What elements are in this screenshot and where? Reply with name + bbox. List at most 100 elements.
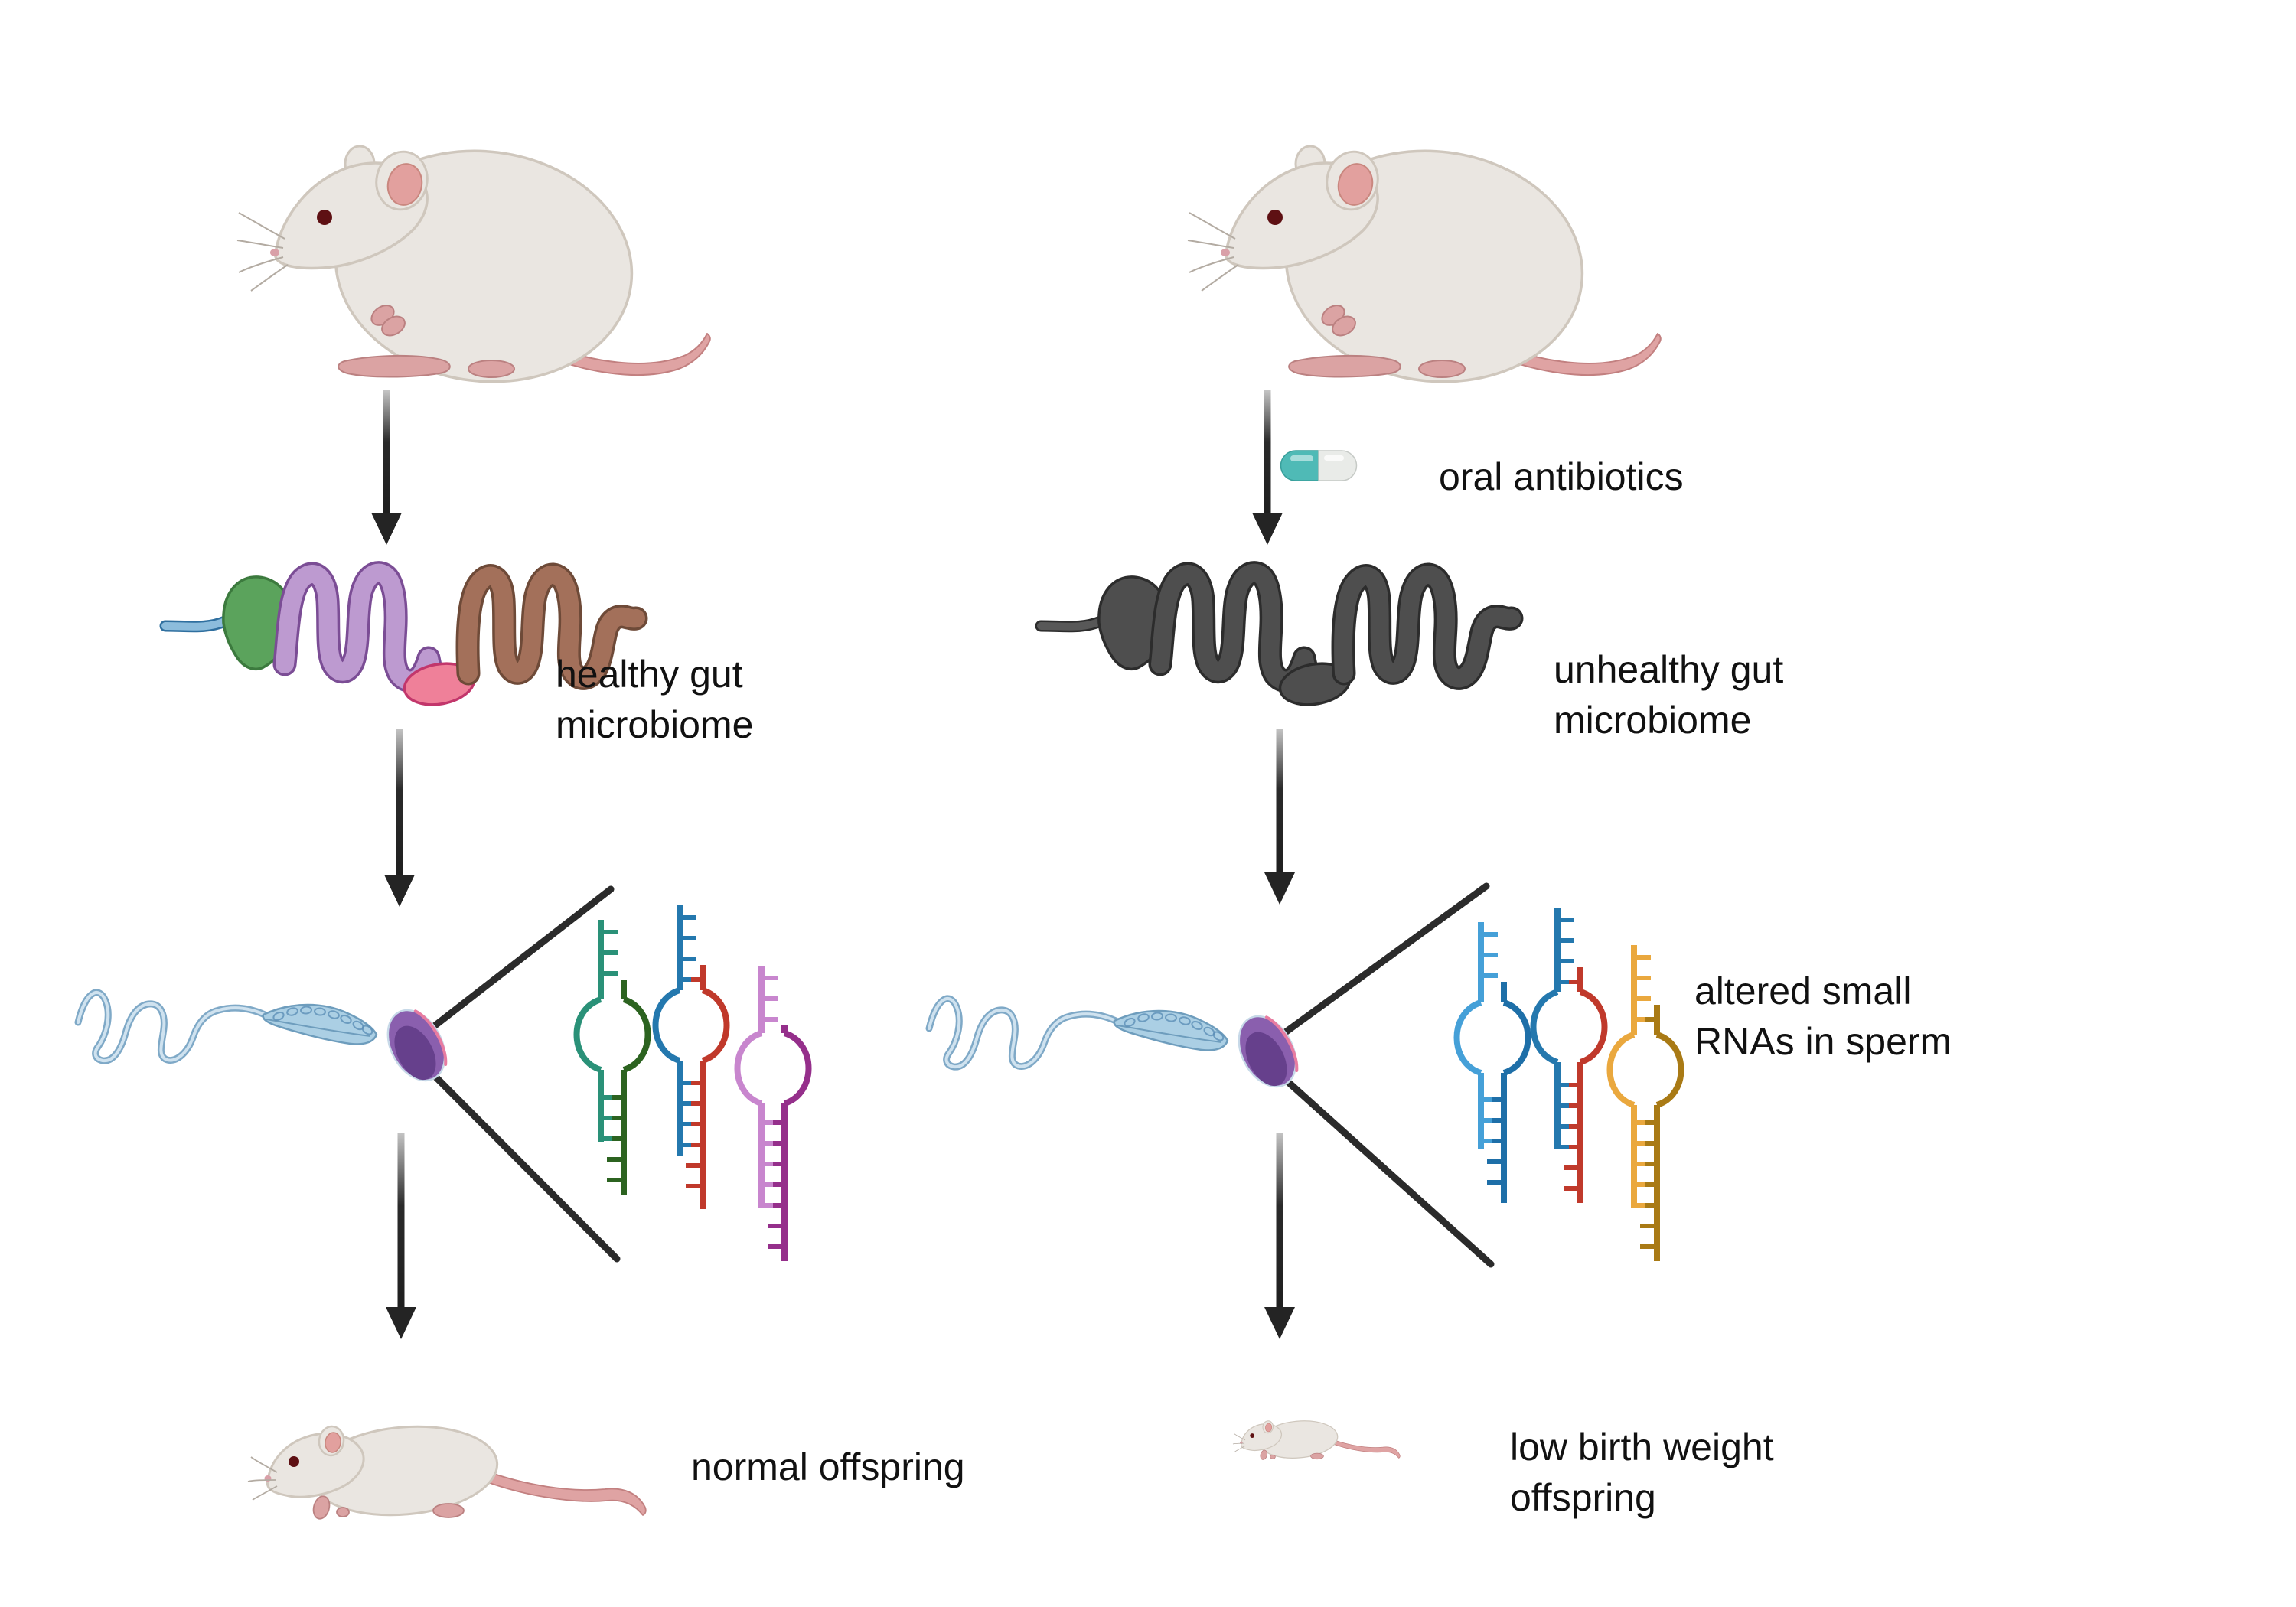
mouse-forepaw — [381, 315, 406, 337]
label-unhealthy-gut-microbiome: unhealthy gut microbiome — [1554, 648, 1784, 742]
sperm-head-shade — [1245, 1032, 1287, 1087]
whisker — [236, 240, 284, 249]
sperm-head — [1238, 1015, 1299, 1088]
unhealthy-gut — [1035, 561, 1524, 706]
loop-arc-3p — [1502, 999, 1531, 1076]
sperm-midpiece-axoneme — [266, 1019, 371, 1037]
arrow-mouse-to-healthy-gut — [371, 390, 402, 545]
loop-arc-3p — [622, 996, 651, 1073]
loop-arc-5p — [652, 987, 681, 1064]
zoom-line-right-upper — [1280, 882, 1490, 1037]
mitochondrion — [300, 1006, 312, 1015]
rna-left-hairpin-blue-red — [652, 905, 730, 1209]
whisker — [252, 1485, 278, 1501]
whisker — [1232, 1442, 1245, 1445]
label-healthy-gut-microbiome: healthy gut microbiome — [556, 653, 754, 746]
mitochondrion — [1165, 1013, 1177, 1022]
mouse-eye — [289, 1456, 299, 1467]
mouse-hind-foot — [468, 360, 515, 378]
loop-arc-5p — [1530, 989, 1559, 1065]
rna-right-hairpin-orange — [1606, 945, 1684, 1261]
sperm-head — [386, 1009, 448, 1082]
mouse-tail — [532, 333, 711, 376]
mouse-foreleg — [1260, 1449, 1268, 1460]
arrow-shaft — [1276, 729, 1283, 872]
esophagus — [161, 618, 229, 631]
whisker — [1201, 264, 1239, 292]
colon — [1334, 566, 1521, 688]
arrow-shaft — [397, 1133, 405, 1307]
label-normal-offspring: normal offspring — [691, 1446, 965, 1488]
mouse-ear-inner — [325, 1432, 341, 1453]
arrow-sperm-to-normal-offspring — [386, 1133, 416, 1339]
low-birth-weight-mouse — [1232, 1420, 1401, 1460]
mitochondrion — [1191, 1020, 1203, 1031]
capsule-highlight — [1324, 455, 1344, 461]
arrow-shaft — [383, 390, 390, 513]
whisker — [1189, 256, 1234, 273]
mouse-eye — [1267, 210, 1283, 225]
mouse-eye — [1250, 1433, 1255, 1438]
mouse-ear-inner — [1265, 1423, 1273, 1433]
arrow-head — [371, 513, 402, 545]
loop-arc-5p — [1606, 1032, 1636, 1108]
sperm-left — [74, 989, 448, 1082]
arrow-mouse-to-unhealthy-gut — [1252, 390, 1283, 545]
mitochondrion — [314, 1007, 326, 1016]
sperm-tail — [928, 997, 1117, 1069]
arrow-sperm-to-lbw-offspring — [1264, 1133, 1295, 1339]
label-oral-antibiotics: oral antibiotics — [1439, 455, 1684, 498]
zoom-line-right-lower — [1276, 1071, 1495, 1268]
loop-arc-3p — [1579, 989, 1608, 1065]
mouse-nose — [1221, 249, 1230, 256]
normal-offspring-mouse — [247, 1425, 647, 1520]
mitochondrion — [328, 1010, 340, 1019]
whisker — [1234, 1446, 1246, 1452]
loop-arc-5p — [1453, 999, 1482, 1076]
sperm-tail — [77, 991, 266, 1063]
sperm-midpiece — [262, 1003, 378, 1045]
capsule-left-half — [1280, 450, 1319, 481]
mouse-foreleg — [312, 1495, 331, 1520]
sperm-midpiece-axoneme — [1117, 1025, 1222, 1043]
mouse-tail — [477, 1468, 647, 1516]
mitochondrion — [1151, 1012, 1163, 1021]
arrow-head — [1264, 1307, 1295, 1339]
mouse-hind-foot — [432, 1503, 465, 1518]
rna-left-hairpin-magenta — [734, 966, 812, 1261]
mouse-forepaw — [336, 1507, 350, 1517]
arrow-shaft — [1264, 390, 1271, 513]
arrow-healthy-gut-to-sperm — [384, 729, 415, 907]
mouse-forepaw — [1332, 315, 1356, 337]
arrow-shaft — [1276, 1133, 1283, 1307]
label-low-birth-weight-offspring: low birth weight offspring — [1510, 1426, 1774, 1519]
mouse-forepaw — [1270, 1454, 1276, 1459]
arrow-unhealthy-gut-to-sperm — [1264, 729, 1295, 905]
whisker — [238, 212, 285, 240]
label-altered-small-rnas: altered small RNAs in sperm — [1694, 970, 1952, 1063]
acrosome-rim — [1264, 1015, 1299, 1072]
mouse-tail — [1329, 1438, 1401, 1459]
capsule-highlight — [1290, 455, 1313, 461]
mitochondrion — [1124, 1017, 1136, 1028]
loop-arc-3p — [701, 987, 730, 1064]
acrosome-rim — [413, 1009, 448, 1066]
mitochondrion — [272, 1011, 285, 1022]
colon — [458, 566, 645, 688]
whisker — [1189, 212, 1236, 240]
whisker — [250, 264, 289, 292]
loop-arc-3p — [1655, 1032, 1684, 1108]
loop-arc-3p — [783, 1030, 812, 1107]
antibiotic-capsule-icon — [1280, 450, 1358, 481]
mitochondrion — [1212, 1031, 1225, 1041]
mouse-nose — [270, 249, 279, 256]
healthy-gut — [159, 561, 648, 706]
mouse-front-foot — [1288, 354, 1401, 378]
arrow-head — [384, 875, 415, 907]
rna-right-hairpin-light-blue — [1453, 922, 1531, 1203]
mouse-front-foot — [338, 354, 451, 378]
zoom-line-left-upper — [429, 885, 615, 1031]
whisker — [1234, 1433, 1246, 1441]
